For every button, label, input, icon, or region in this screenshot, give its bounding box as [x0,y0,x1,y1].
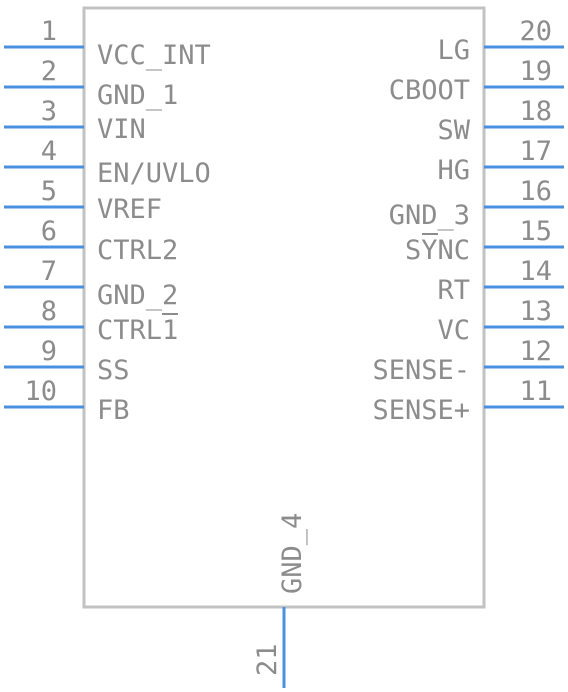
pin-14-name: RT [437,275,470,306]
pin-8-number: 8 [41,296,57,327]
pin-5-number: 5 [41,176,57,207]
pin-21-number: 21 [252,643,283,676]
pin-17-name: HG [437,155,470,186]
pin-21: 21 GND_4 [252,513,308,688]
pin-6-name: CTRL2 [97,235,178,266]
pin-19: 19 CBOOT [389,56,564,106]
pin-11: 11 SENSE+ [372,376,564,426]
pin-3: 3 VIN [4,96,146,145]
pin-13: 13 VC [437,296,564,346]
pin-13-name: VC [437,315,470,346]
pin-17-number: 17 [519,136,552,167]
pin-8: 8 CTRL1 [4,296,178,346]
pin-10-name: FB [97,395,130,426]
pin-1: 1 VCC_INT [4,16,211,71]
pin-15-number: 15 [519,216,552,247]
pin-20-name: LG [437,35,470,66]
pin-11-number: 11 [519,376,552,407]
pin-20-number: 20 [519,16,552,47]
pin-3-number: 3 [41,96,57,127]
pin-14: 14 RT [437,256,564,306]
pin-12: 12 SENSE- [372,336,564,386]
pin-14-number: 14 [519,256,552,287]
pin-18-name: SW [437,115,470,146]
pin-17: 17 HG [437,136,564,186]
pin-16-number: 16 [519,176,552,207]
pin-21-name: GND_4 [277,513,308,594]
pin-1-name: VCC_INT [97,40,211,71]
pin-20: 20 LG [437,16,564,66]
pin-7-name: GND_2 [97,280,178,311]
pin-4-number: 4 [41,136,57,167]
pin-10-number: 10 [24,376,57,407]
pin-13-number: 13 [519,296,552,327]
pin-6: 6 CTRL2 [4,216,178,266]
pin-8-name: CTRL1 [97,315,178,346]
pin-2: 2 GND_1 [4,56,178,111]
pin-6-number: 6 [41,216,57,247]
pin-5: 5 VREF [4,176,162,225]
pin-9: 9 SS [4,336,130,386]
pin-18: 18 SW [437,96,564,146]
pin-3-name: VIN [97,114,146,145]
pin-2-name: GND_1 [97,80,178,111]
pin-10: 10 FB [4,376,130,426]
pin-19-number: 19 [519,56,552,87]
pin-9-number: 9 [41,336,57,367]
pin-16-name: GND_3 [389,200,470,231]
pin-15-name: SYNC [405,235,470,266]
pin-7: 7 GND_2 [4,256,178,311]
pin-19-name: CBOOT [389,75,470,106]
pin-4: 4 EN/UVLO [4,136,211,189]
pin-9-name: SS [97,355,130,386]
pin-16: 16 GND_3 [389,176,564,231]
pin-1-number: 1 [41,16,57,47]
pin-11-name: SENSE+ [372,395,470,426]
pin-12-name: SENSE- [372,355,470,386]
pin-2-number: 2 [41,56,57,87]
pin-4-name: EN/UVLO [97,158,211,189]
pin-12-number: 12 [519,336,552,367]
pin-5-name: VREF [97,194,162,225]
pin-7-number: 7 [41,256,57,287]
pin-18-number: 18 [519,96,552,127]
pin-15: 15 SYNC [405,216,564,266]
